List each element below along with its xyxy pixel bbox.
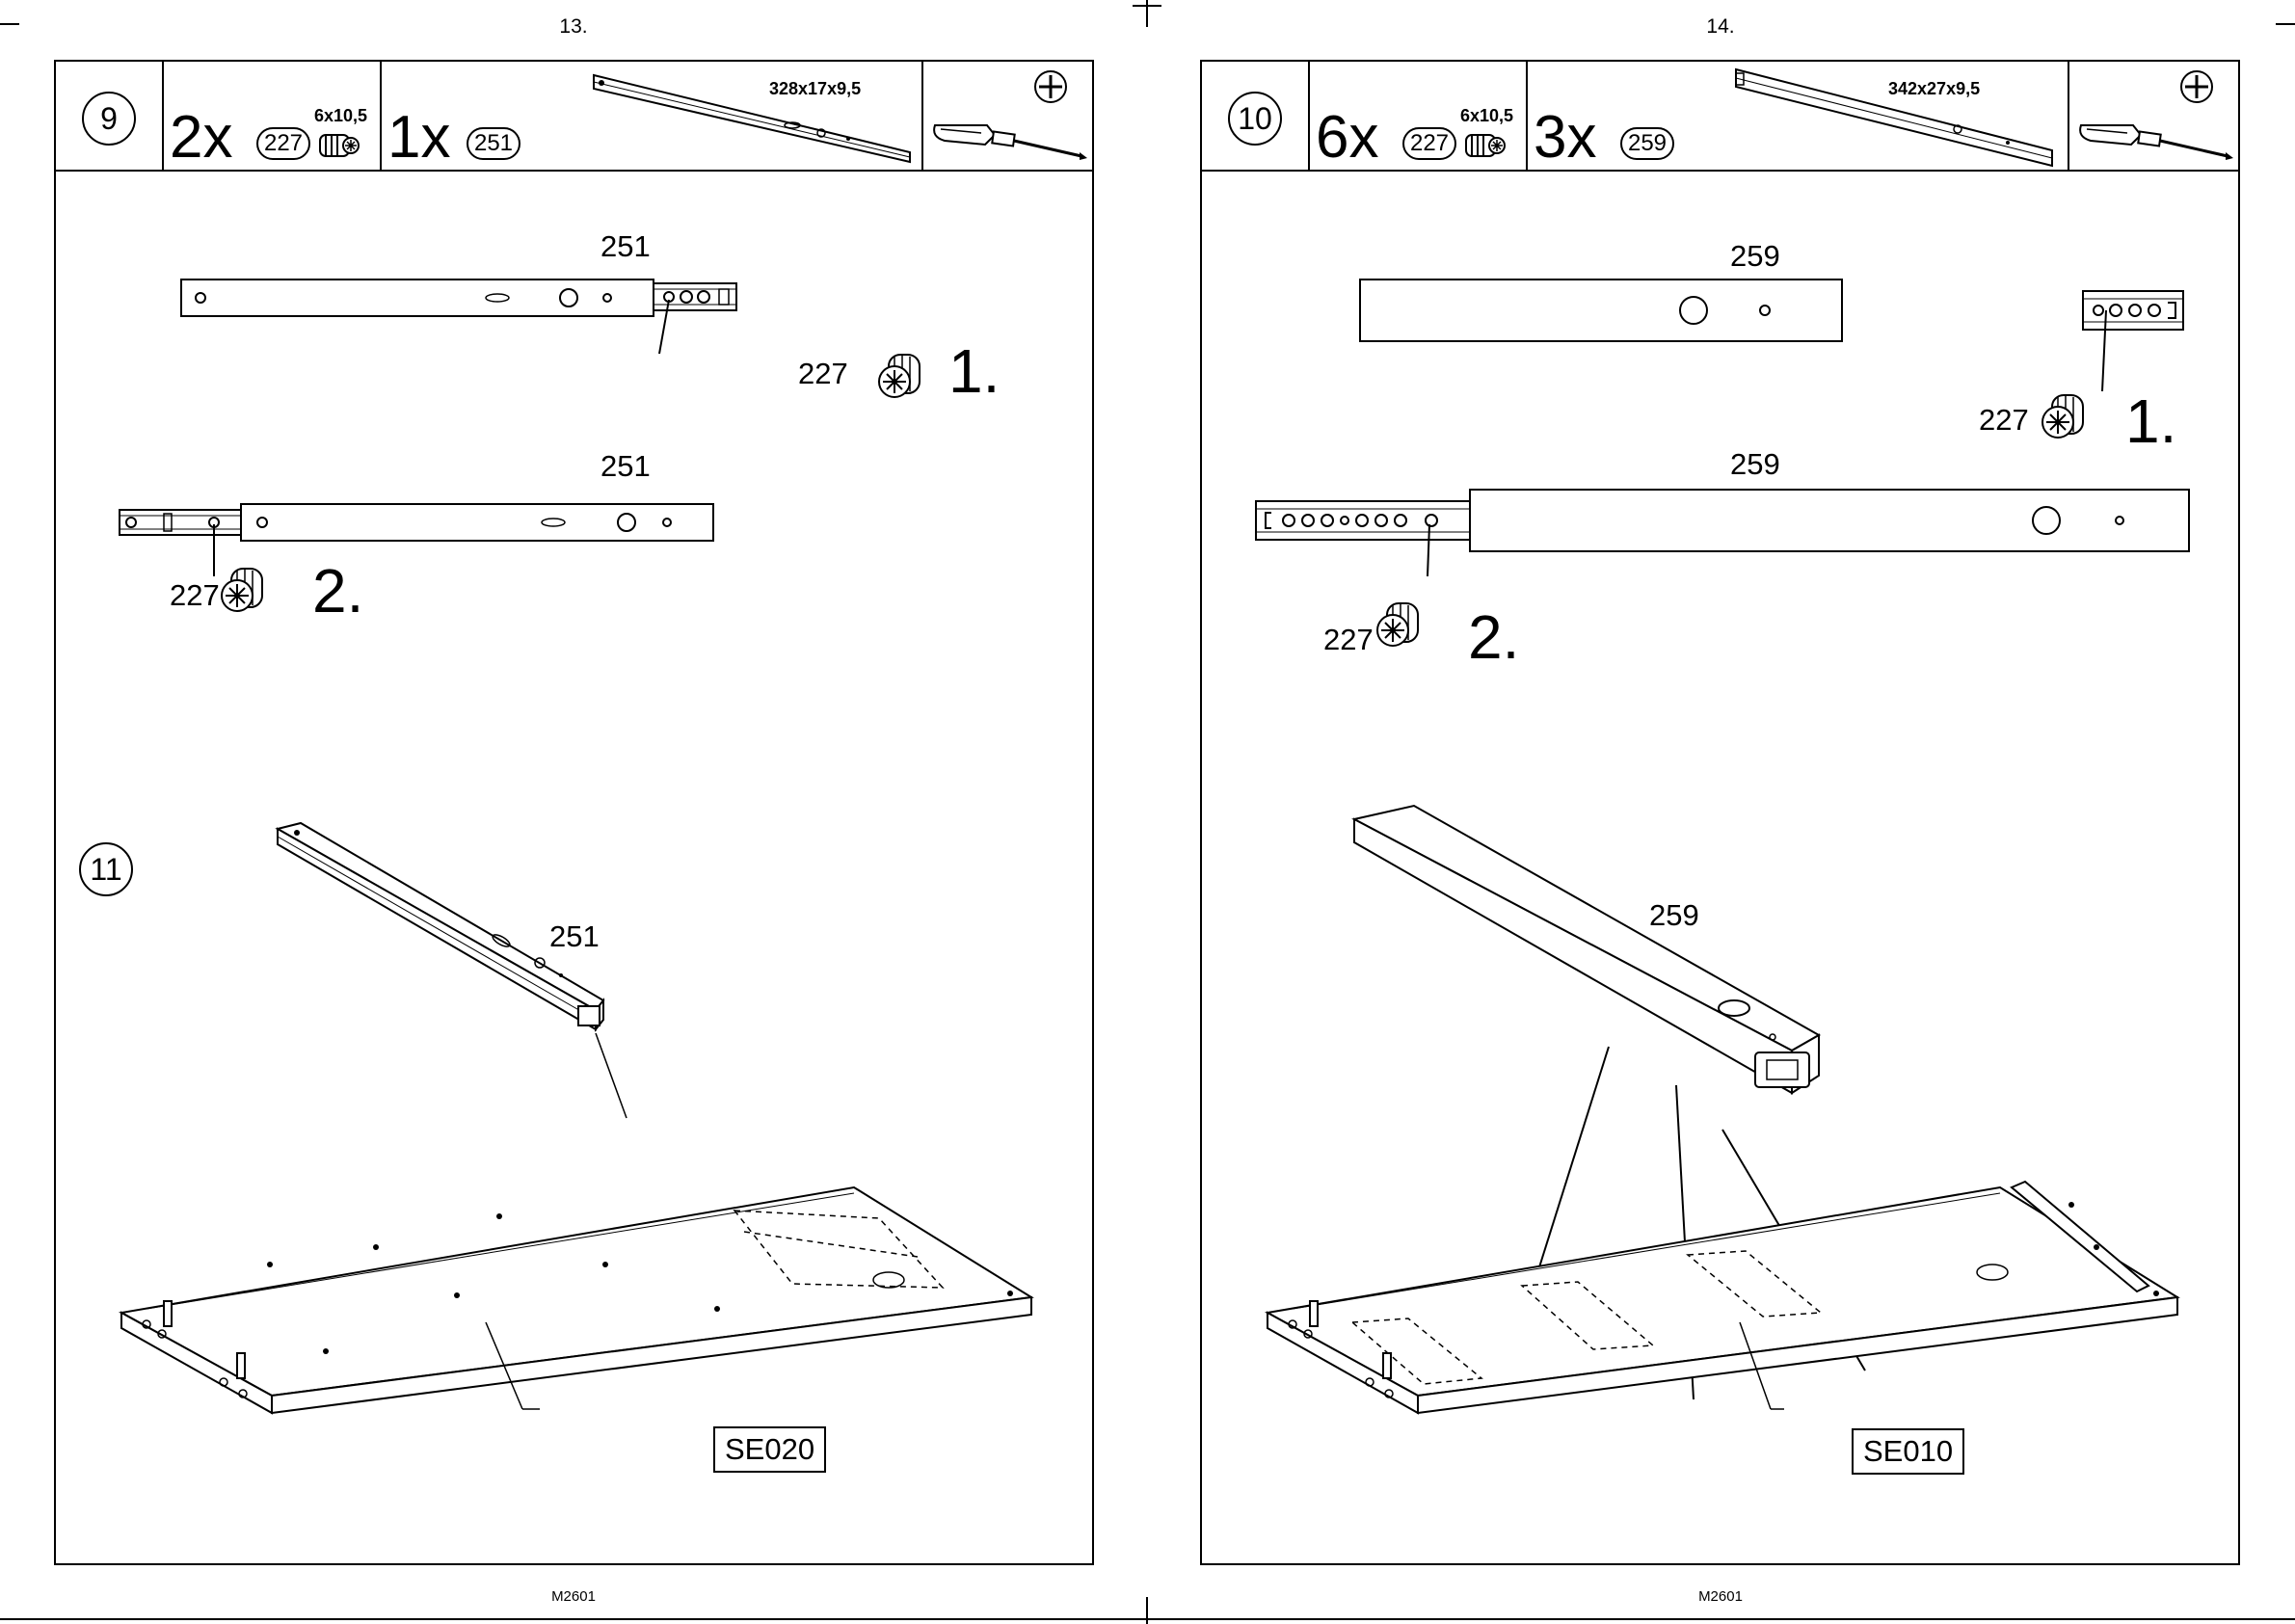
tool-cell (2069, 62, 2238, 170)
screwdriver-icon (2073, 67, 2237, 164)
screw-label-1: 227 (1979, 403, 2029, 438)
page-number-left: 13. (516, 15, 631, 39)
panel-isometric (118, 1178, 1043, 1505)
hardware-size: 6x10,5 (314, 106, 367, 126)
panel-label: SE020 (713, 1426, 826, 1473)
rail-label-1: 251 (600, 229, 651, 264)
rail-label-2: 259 (1730, 447, 1780, 482)
cam-dowel-icon (218, 563, 276, 621)
step-cell: 10 (1202, 62, 1310, 170)
rail-qty: 3x (1534, 108, 1596, 168)
hardware-part-tag: 227 (256, 127, 310, 160)
page-number-right: 14. (1663, 15, 1778, 39)
parts-header-right: 10 6x 227 6x10,5 3x 259 342x27x9,5 (1202, 62, 2238, 172)
rail-part-tag: 259 (1620, 127, 1674, 160)
screwdriver-icon (927, 67, 1091, 164)
step-number-2: 2. (312, 555, 363, 626)
rail-qty: 1x (387, 108, 450, 168)
rail-isometric (272, 823, 657, 1141)
rail-label-1: 259 (1730, 239, 1780, 274)
rail-cell: 1x 251 328x17x9,5 (382, 62, 923, 170)
rail-slide-1 (2081, 289, 2187, 332)
cam-dowel-icon (2039, 389, 2096, 447)
cam-dowel-icon (1374, 598, 1431, 655)
hardware-cell: 2x 227 6x10,5 (164, 62, 382, 170)
step-badge-11: 11 (79, 842, 133, 896)
hardware-qty: 2x (170, 108, 232, 168)
rail-label-2: 251 (600, 449, 651, 484)
footer-code-left: M2601 (516, 1588, 631, 1605)
step-badge: 9 (82, 92, 136, 146)
rail-drawing-1 (1358, 278, 1917, 343)
hardware-size: 6x10,5 (1460, 106, 1513, 126)
cam-dowel-icon (1464, 129, 1507, 162)
screw-label-2: 227 (1323, 623, 1374, 657)
leader-line-1 (657, 298, 686, 356)
rail-part-tag: 251 (467, 127, 520, 160)
panel-isometric (1264, 1178, 2189, 1505)
leader-line-2 (1424, 522, 1443, 580)
cam-dowel-icon (318, 129, 360, 162)
cam-dowel-icon (875, 349, 933, 407)
instruction-panel-left: 9 2x 227 6x10,5 1x 251 328x17x9,5 (54, 60, 1094, 1565)
step-number-1: 1. (948, 335, 1000, 407)
step-cell: 9 (56, 62, 164, 170)
parts-header-left: 9 2x 227 6x10,5 1x 251 328x17x9,5 (56, 62, 1092, 172)
hardware-part-tag: 227 (1402, 127, 1456, 160)
step-number-1: 1. (2125, 386, 2176, 457)
screw-label-2: 227 (170, 578, 220, 613)
screw-label-1: 227 (798, 357, 848, 391)
rail-drawing-1 (179, 278, 738, 316)
tool-cell (923, 62, 1092, 170)
footer-code-right: M2601 (1663, 1588, 1778, 1605)
rail-drawing-2 (1254, 488, 2199, 553)
rail-cell: 3x 259 342x27x9,5 (1528, 62, 2069, 170)
step-badge: 10 (1228, 92, 1282, 146)
rail-drawing-2 (118, 502, 715, 545)
hardware-cell: 6x 227 6x10,5 (1310, 62, 1528, 170)
drawer-rail-icon (1734, 67, 2062, 164)
hardware-qty: 6x (1316, 108, 1378, 168)
drawer-rail-icon (592, 73, 920, 160)
panel-label: SE010 (1852, 1428, 1964, 1475)
instruction-panel-right: 10 6x 227 6x10,5 3x 259 342x27x9,5 (1200, 60, 2240, 1565)
step-number-2: 2. (1468, 601, 1519, 673)
leader-line-1 (2100, 308, 2120, 395)
